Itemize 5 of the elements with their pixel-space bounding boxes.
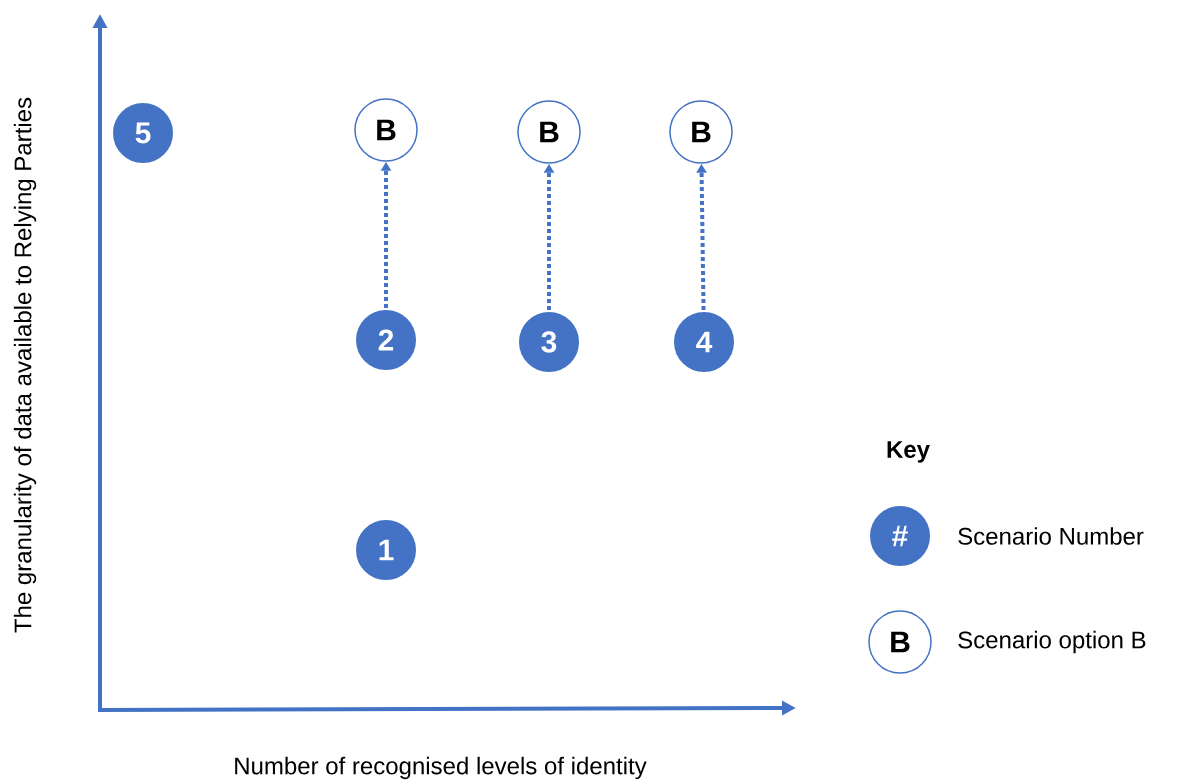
legend-text: Scenario Number xyxy=(958,527,1144,545)
axis-label: The granularity of data available to Relying Parties xyxy=(13,97,37,633)
axis-label: Number of recognised levels of identity xyxy=(235,756,647,780)
key-heading: Key xyxy=(887,441,930,463)
legend-text: Scenario option B xyxy=(958,630,1146,654)
